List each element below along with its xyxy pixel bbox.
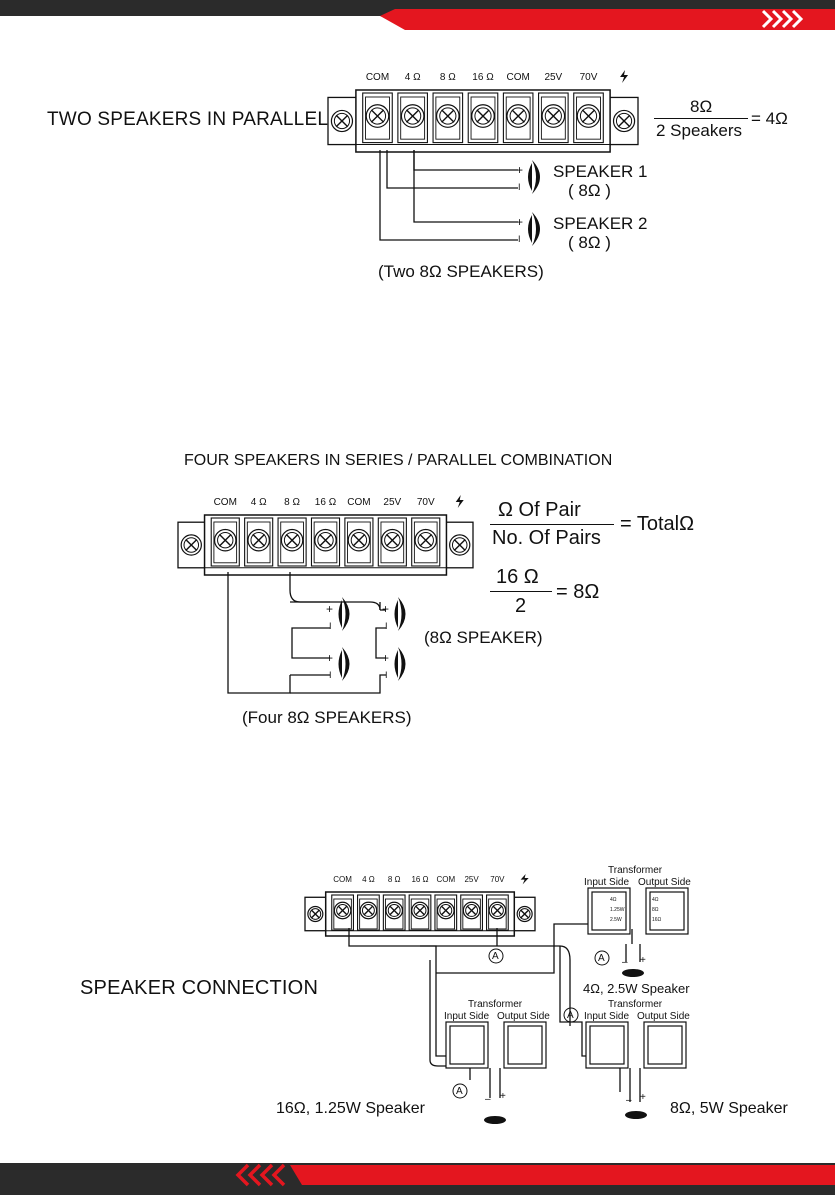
series-caption: (Four 8Ω SPEAKERS) bbox=[242, 708, 412, 727]
terminal-strip-3: COM 4 Ω 8 Ω 16 Ω COM 25V 70V bbox=[304, 874, 536, 937]
formula-divider bbox=[654, 118, 748, 119]
top-header-bar bbox=[0, 0, 835, 30]
terminal-label-0: COM bbox=[214, 497, 237, 508]
lightning-icon bbox=[620, 70, 629, 83]
tap-in-0: 4Ω bbox=[610, 897, 617, 903]
speaker1-impedance: ( 8Ω ) bbox=[568, 181, 611, 200]
speaker2-impedance: ( 8Ω ) bbox=[568, 233, 611, 252]
lightning-icon bbox=[520, 874, 529, 885]
terminal-label-0: COM bbox=[366, 72, 389, 83]
transformer-left-input: Input Side bbox=[444, 1011, 490, 1022]
series-parallel-wiring bbox=[227, 572, 406, 694]
connection-wiring bbox=[348, 887, 689, 1124]
formula1-result: = TotalΩ bbox=[620, 513, 695, 535]
marker-a4: A bbox=[456, 1086, 463, 1097]
top-speaker-minus: – bbox=[622, 957, 628, 968]
tap-in-2: 2.5W bbox=[610, 917, 622, 923]
transformer-right-output: Output Side bbox=[637, 1011, 690, 1022]
formula2-result: = 8Ω bbox=[556, 581, 600, 603]
speaker-2-icon bbox=[528, 212, 540, 246]
terminal-strip-1: COM 4 Ω 8 Ω 16 Ω COM 25V 70V bbox=[327, 70, 639, 153]
speaker2-name: SPEAKER 2 bbox=[553, 214, 648, 233]
formula2-numerator: 16 Ω bbox=[496, 566, 539, 588]
tap-out-0: 4Ω bbox=[652, 897, 659, 903]
speaker1-minus: I bbox=[518, 182, 521, 192]
speaker-1-icon bbox=[528, 160, 540, 194]
terminal-label-2: 8 Ω bbox=[388, 875, 401, 884]
top-speaker-plus: + bbox=[640, 955, 646, 966]
terminal-label-2: 8 Ω bbox=[284, 497, 300, 508]
sp-b-plus: + bbox=[326, 651, 334, 665]
terminal-label-6: 70V bbox=[490, 875, 505, 884]
terminal-label-1: 4 Ω bbox=[362, 875, 375, 884]
speaker2-minus: I bbox=[518, 234, 521, 244]
sp-d-minus: I bbox=[385, 670, 388, 680]
connection-title: SPEAKER CONNECTION bbox=[80, 977, 319, 999]
terminal-label-0: COM bbox=[333, 875, 352, 884]
terminal-label-5: 25V bbox=[544, 72, 562, 83]
sp-a-plus: + bbox=[326, 602, 334, 616]
terminal-label-5: 25V bbox=[383, 497, 401, 508]
speaker-top-label: 4Ω, 2.5W Speaker bbox=[583, 981, 690, 996]
formula-numerator: 8Ω bbox=[690, 97, 713, 116]
marker-a1: A bbox=[492, 951, 499, 962]
terminal-label-1: 4 Ω bbox=[251, 497, 267, 508]
terminal-label-3: 16 Ω bbox=[472, 72, 494, 83]
formula1-divider bbox=[490, 524, 614, 525]
formula2-denominator: 2 bbox=[515, 595, 527, 617]
marker-a2: A bbox=[598, 953, 605, 964]
marker-a3: A bbox=[567, 1010, 574, 1021]
transformer-right-label: Transformer bbox=[608, 999, 663, 1010]
sp-c-minus: I bbox=[385, 621, 388, 631]
parallel-caption: (Two 8Ω SPEAKERS) bbox=[378, 262, 544, 281]
sp-d-plus: + bbox=[382, 651, 390, 665]
formula1-denominator: No. Of Pairs bbox=[492, 527, 601, 549]
terminal-label-6: 70V bbox=[580, 72, 598, 83]
sp-c-plus: + bbox=[382, 602, 390, 616]
speaker2-plus: + bbox=[516, 215, 524, 229]
left-speaker-minus: – bbox=[485, 1094, 491, 1105]
terminal-label-4: COM bbox=[436, 875, 455, 884]
terminal-label-3: 16 Ω bbox=[315, 497, 337, 508]
transformer-left-output: Output Side bbox=[497, 1011, 550, 1022]
transformer-top-label: Transformer bbox=[608, 865, 663, 876]
formula1-numerator: Ω Of Pair bbox=[498, 499, 581, 521]
transformer-top-output: Output Side bbox=[638, 877, 691, 888]
speaker-left-label: 16Ω, 1.25W Speaker bbox=[276, 1100, 425, 1117]
bottom-footer-bar bbox=[0, 1163, 835, 1195]
speaker-right-label: 8Ω, 5W Speaker bbox=[670, 1100, 788, 1117]
transformer-left-label: Transformer bbox=[468, 999, 523, 1010]
terminal-label-2: 8 Ω bbox=[440, 72, 456, 83]
left-speaker-plus: + bbox=[500, 1091, 506, 1102]
terminal-label-5: 25V bbox=[464, 875, 479, 884]
terminal-label-3: 16 Ω bbox=[411, 875, 428, 884]
transformer-right-input: Input Side bbox=[584, 1011, 630, 1022]
terminal-strip-2: COM 4 Ω 8 Ω 16 Ω COM 25V 70V bbox=[177, 495, 474, 576]
formula2-divider bbox=[490, 591, 552, 592]
right-speaker-plus: + bbox=[640, 1092, 646, 1103]
formula-denominator: 2 Speakers bbox=[656, 121, 742, 140]
terminal-label-4: COM bbox=[506, 72, 529, 83]
tap-out-2: 16Ω bbox=[652, 917, 662, 923]
tap-out-1: 8Ω bbox=[652, 907, 659, 913]
terminal-label-1: 4 Ω bbox=[405, 72, 421, 83]
terminal-label-6: 70V bbox=[417, 497, 435, 508]
speaker1-name: SPEAKER 1 bbox=[553, 162, 648, 181]
speaker1-plus: + bbox=[516, 163, 524, 177]
parallel-title: TWO SPEAKERS IN PARALLEL bbox=[47, 109, 329, 130]
lightning-icon bbox=[455, 495, 464, 508]
sp-b-minus: I bbox=[329, 670, 332, 680]
formula-result: = 4Ω bbox=[751, 109, 788, 128]
parallel-wiring bbox=[379, 150, 540, 246]
series-parallel-title: FOUR SPEAKERS IN SERIES / PARALLEL COMBI… bbox=[184, 452, 613, 469]
speaker-note: (8Ω SPEAKER) bbox=[424, 628, 543, 647]
sp-a-minus: I bbox=[329, 621, 332, 631]
right-speaker-minus: – bbox=[626, 1095, 632, 1106]
terminal-label-4: COM bbox=[347, 497, 370, 508]
transformer-top-input: Input Side bbox=[584, 877, 630, 888]
tap-in-1: 1.25W bbox=[610, 907, 625, 913]
